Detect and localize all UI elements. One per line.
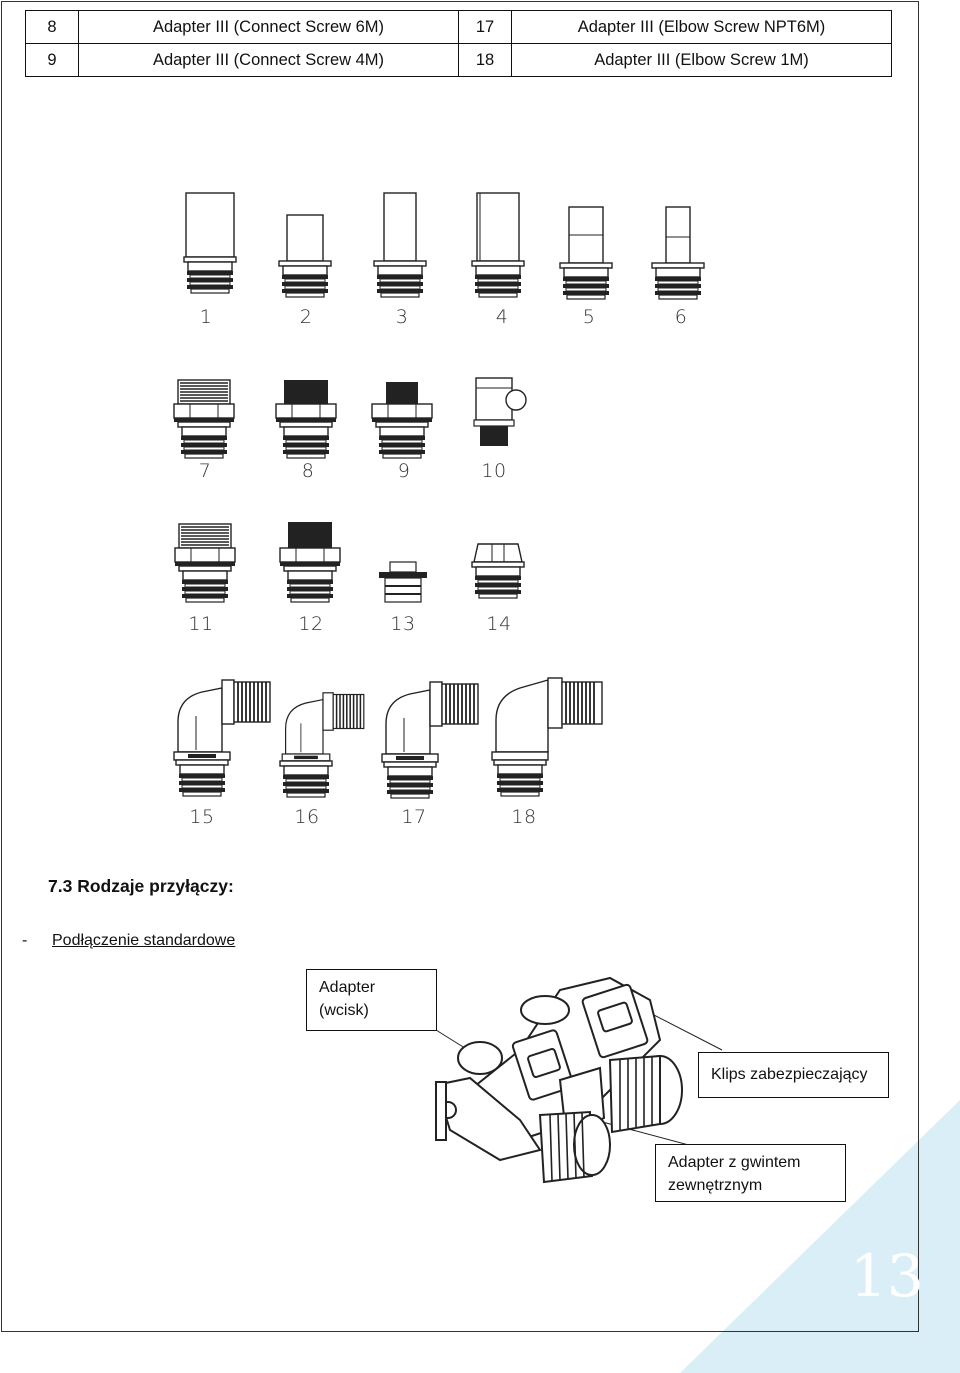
fitting-label: 16	[294, 806, 320, 828]
fitting-label: 9	[397, 460, 411, 482]
fitting-label: 15	[189, 806, 215, 828]
page-frame	[1, 1, 919, 1332]
part-description: Adapter III (Connect Screw 6M)	[78, 10, 459, 44]
connection-diagram	[434, 976, 723, 1184]
part-number: 9	[25, 43, 79, 77]
parts-table: 8 Adapter III (Connect Screw 6M) 17 Adap…	[25, 10, 892, 77]
fitting-label: 12	[298, 613, 324, 635]
part-description: Adapter III (Connect Screw 4M)	[78, 43, 459, 77]
page-number: 13	[850, 1242, 924, 1310]
fitting-label: 2	[299, 306, 313, 328]
fitting-label: 11	[188, 613, 214, 635]
fitting-label: 17	[401, 806, 427, 828]
list-bullet: -	[22, 932, 28, 949]
part-number: 18	[458, 43, 512, 77]
part-description: Adapter III (Elbow Screw 1M)	[511, 43, 892, 77]
fitting-label: 6	[674, 306, 688, 328]
table-row: 8 Adapter III (Connect Screw 6M) 17 Adap…	[25, 10, 892, 44]
part-number: 17	[458, 10, 512, 44]
fitting-label: 3	[395, 306, 409, 328]
section-heading: 7.3 Rodzaje przyłączy:	[48, 876, 234, 896]
fitting-label: 4	[495, 306, 509, 328]
fitting-label: 14	[486, 613, 512, 635]
fitting-label: 18	[511, 806, 537, 828]
callout-external-thread: Adapter z gwintem zewnętrznym	[655, 1144, 846, 1202]
fitting-label: 1	[199, 306, 213, 328]
part-number: 8	[25, 10, 79, 44]
fitting-label: 10	[481, 460, 507, 482]
fitting-label: 5	[582, 306, 596, 328]
callout-safety-clip: Klips zabezpieczający	[698, 1052, 889, 1098]
fitting-label: 13	[390, 613, 416, 635]
list-item: Podłączenie standardowe	[52, 932, 236, 949]
callout-adapter-push: Adapter (wcisk)	[306, 969, 437, 1031]
fitting-label: 8	[301, 460, 315, 482]
part-description: Adapter III (Elbow Screw NPT6M)	[511, 10, 892, 44]
table-row: 9 Adapter III (Connect Screw 4M) 18 Adap…	[25, 43, 892, 77]
fitting-label: 7	[198, 460, 212, 482]
